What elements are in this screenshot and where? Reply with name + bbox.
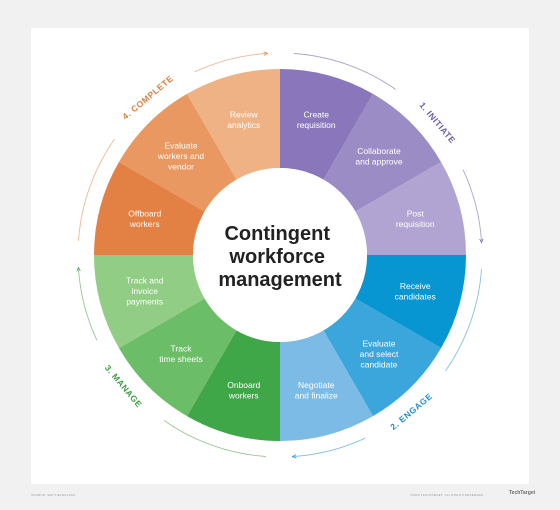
step-label-line: workers and [157,151,205,161]
step-label-line: Onboard [227,380,260,390]
segment-initiate-1 [280,69,373,180]
step-label-line: Evaluate [362,338,395,348]
step-label-line: workers [129,219,160,229]
arrow-complete-2 [194,53,266,73]
step-label-line: Track and [126,276,164,286]
segment-manage-1 [187,330,280,441]
segment-engage-1 [355,255,466,348]
segment-complete-2 [118,93,237,212]
step-label-line: Receive [400,281,431,291]
segment-manage-3 [94,255,205,348]
step-label-line: vendor [168,162,194,172]
arrow-manage-2 [78,269,98,341]
segment-engage-3 [280,330,373,441]
brand-logo: TechTarget [509,490,536,496]
step-label-line: and select [360,349,399,359]
arrow-complete-1 [78,138,115,241]
center-title-line-2: workforce [228,246,325,268]
step-label-line: Create [303,110,329,120]
center-title-line-1: Contingent [224,223,330,245]
step-label-line: and approve [355,156,403,166]
step-label-line: Negotiate [298,380,335,390]
step-label-line: requisition [396,219,435,229]
step-label-line: analytics [227,120,260,130]
step-label-line: time sheets [159,354,202,364]
step-label-line: Evaluate [164,141,197,151]
step-label-line: workers [228,390,259,400]
step-label-line: invoice [132,286,159,296]
step-label-line: Track [171,344,193,354]
arrow-initiate-1 [294,53,397,90]
arrow-manage-1 [163,420,266,457]
step-label-line: requisition [297,120,336,130]
step-label-line: Offboard [128,209,161,219]
segment-complete-1 [94,162,205,255]
segment-initiate-2 [323,93,442,212]
center-title: Contingent workforce management [218,223,342,291]
step-label-line: candidates [395,291,436,301]
segment-initiate-3 [355,162,466,255]
step-label-line: Post [407,209,425,219]
phase-arrows [78,53,481,456]
step-label-line: Review [230,110,259,120]
step-label-line: Collaborate [357,146,401,156]
footer-copyright: ©2023 TECHTARGET. ALL RIGHTS RESERVED. [410,493,485,497]
arrow-engage-1 [445,269,482,372]
segment-manage-2 [118,298,237,417]
center-title-line-3: management [218,269,342,291]
step-label-line: and finalize [295,390,338,400]
footer-source: SOURCE: SAP FIELDGLASS [31,493,76,497]
step-label-line: candidate [361,359,398,369]
arrow-engage-2 [294,437,366,456]
center-circle [193,168,367,342]
segment-complete-3 [187,69,280,180]
arrow-initiate-2 [462,169,481,241]
step-label-line: payments [126,297,163,307]
segment-engage-2 [323,298,442,417]
step-segments [94,69,466,441]
